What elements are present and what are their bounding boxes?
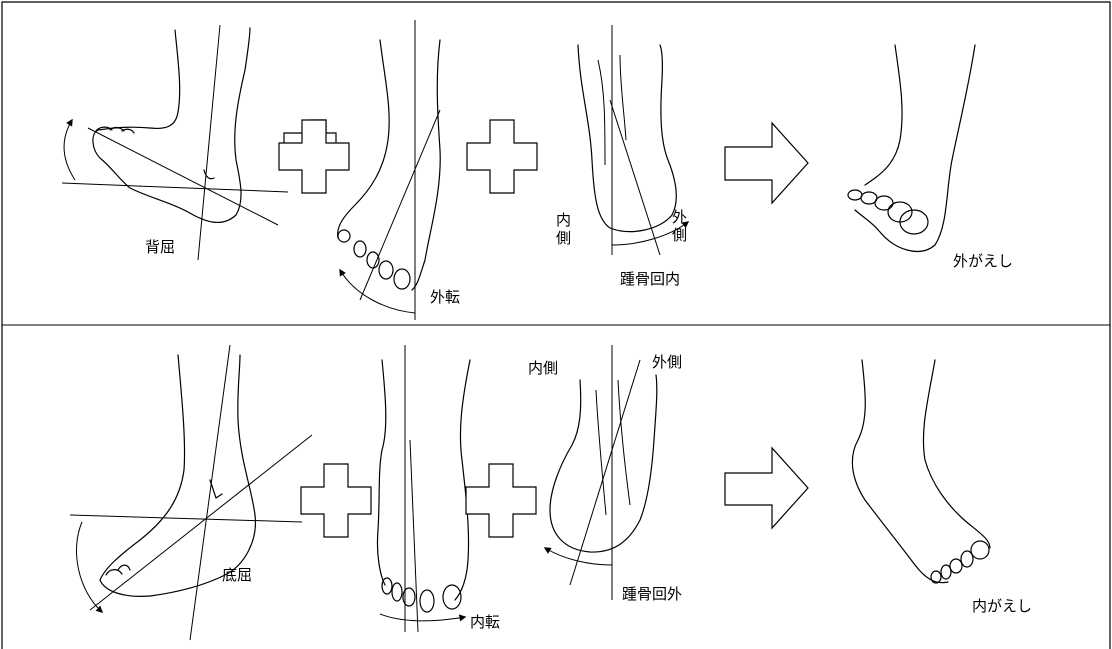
inversion-foot-illustration [852,360,990,583]
plus-cross-top-2 [467,120,537,193]
medial-label-bottom: 内側 [528,359,558,377]
dorsiflexion-foot-illustration [62,25,288,260]
plus-cross-bottom-1 [301,464,371,537]
result-arrow-top [725,123,808,203]
result-arrow-bottom [725,448,808,528]
medial-label-top: 内側 [556,211,571,247]
plantarflexion-foot-illustration [70,345,312,640]
abduction-foot-illustration [338,20,441,320]
inversion-label: 内がえし [972,597,1032,615]
calcaneal-pronation-label: 踵骨回内 [620,270,680,288]
lateral-label-top: 外側 [672,208,687,244]
eversion-foot-illustration [848,45,975,251]
eversion-label: 外がえし [953,252,1013,270]
plantarflexion-label: 底屈 [222,566,252,584]
abduction-label: 外転 [430,288,460,306]
adduction-label: 内転 [470,613,500,631]
calcaneal-supination-illustration [545,345,657,600]
adduction-foot-illustration [377,345,470,632]
dorsiflexion-label: 背屈 [145,238,175,256]
lateral-label-bottom: 外側 [652,353,682,371]
plus-cross-bottom-2 [466,464,536,537]
calcaneal-supination-label: 踵骨回外 [622,585,682,603]
plus-cross-top-1 [279,120,349,193]
